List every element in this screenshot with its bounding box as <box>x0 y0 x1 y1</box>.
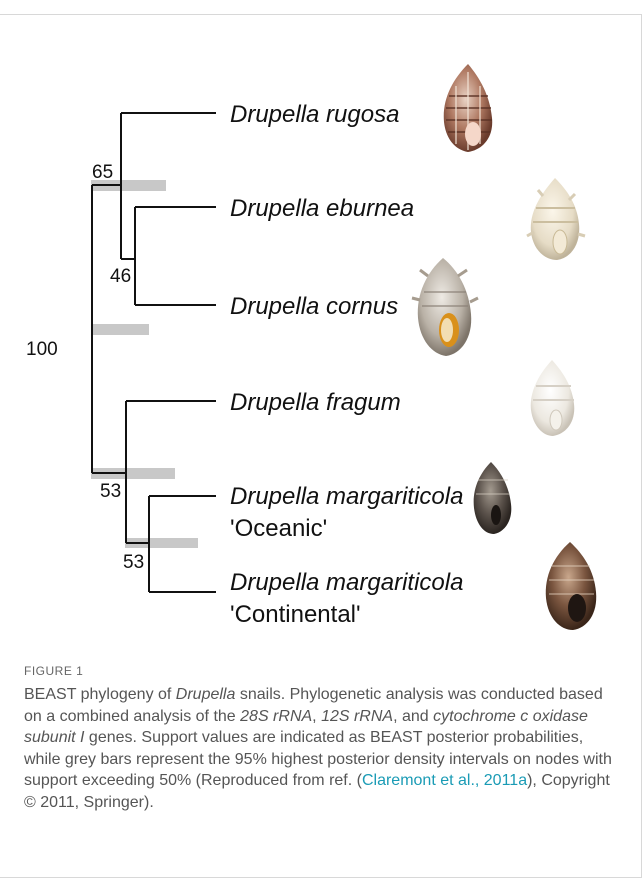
shell-image-rugosa <box>444 64 492 152</box>
caption-gene: 12S rRNA <box>321 708 393 725</box>
taxon-label: Drupella rugosa <box>230 101 399 128</box>
figure-caption: BEAST phylogeny of Drupella snails. Phyl… <box>24 684 624 813</box>
shell-image-fragum <box>531 360 575 436</box>
caption-genus: Drupella <box>176 686 236 703</box>
shell-image-margariticola-continental <box>546 542 596 630</box>
support-value: 46 <box>110 266 131 287</box>
support-value: 100 <box>26 339 58 360</box>
taxon-label: Drupella eburnea <box>230 195 414 222</box>
taxon-label: Drupella cornus <box>230 293 398 320</box>
shell-image-cornus <box>412 258 478 356</box>
caption-text: , <box>312 708 321 725</box>
support-value: 53 <box>123 552 144 573</box>
shell-image-margariticola-oceanic <box>474 462 512 534</box>
support-value: 65 <box>92 162 113 183</box>
taxon-label: Drupella margariticola <box>230 483 463 510</box>
reference-link[interactable]: Claremont et al., 2011a <box>362 772 527 789</box>
taxon-label: Drupella margariticola <box>230 569 463 596</box>
taxon-sublabel: 'Continental' <box>230 601 361 628</box>
hpd-bar-node-100 <box>91 324 149 335</box>
caption-text: BEAST phylogeny of <box>24 686 176 703</box>
phylogeny-tree: 65 46 100 53 53 Drupella rugosa Drupella… <box>0 0 643 650</box>
taxon-sublabel: 'Oceanic' <box>230 515 327 542</box>
taxon-label: Drupella fragum <box>230 389 401 416</box>
caption-gene: 28S rRNA <box>240 708 312 725</box>
shell-image-eburnea <box>527 178 585 260</box>
support-value: 53 <box>100 481 121 502</box>
figure-label: FIGURE 1 <box>24 664 83 678</box>
caption-text: , and <box>393 708 433 725</box>
